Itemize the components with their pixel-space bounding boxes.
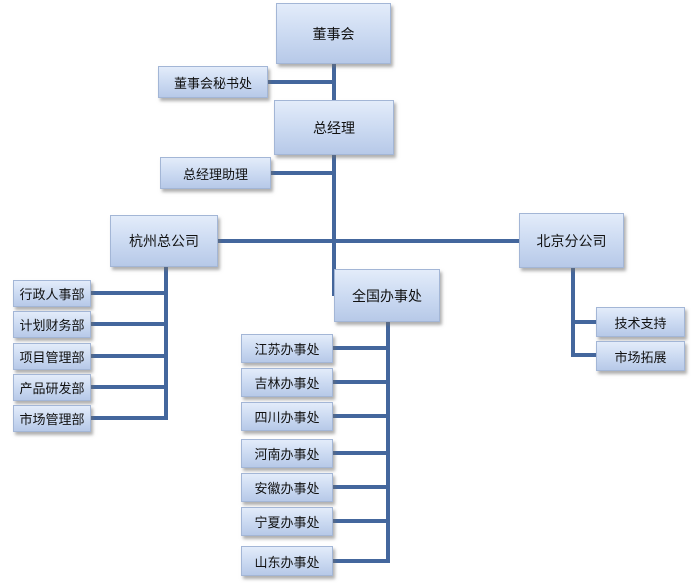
node-beijing-dept[interactable]: 市场拓展 xyxy=(596,341,685,371)
node-hangzhou-dept[interactable]: 项目管理部 xyxy=(13,343,91,370)
node-regional-office[interactable]: 河南办事处 xyxy=(241,439,333,468)
node-regional-office[interactable]: 宁夏办事处 xyxy=(241,507,333,536)
node-beijing-dept[interactable]: 技术支持 xyxy=(596,307,685,337)
node-board[interactable]: 董事会 xyxy=(276,3,391,64)
node-regional-office[interactable]: 吉林办事处 xyxy=(241,368,333,397)
node-regional-office[interactable]: 四川办事处 xyxy=(241,402,333,431)
node-hangzhou-dept[interactable]: 行政人事部 xyxy=(13,280,91,307)
node-gm-assistant[interactable]: 总经理助理 xyxy=(160,157,271,189)
node-hangzhou-hq[interactable]: 杭州总公司 xyxy=(110,215,218,267)
node-hangzhou-dept[interactable]: 计划财务部 xyxy=(13,311,91,338)
node-hangzhou-dept[interactable]: 产品研发部 xyxy=(13,374,91,401)
node-regional-office[interactable]: 江苏办事处 xyxy=(241,334,333,363)
node-national-office[interactable]: 全国办事处 xyxy=(334,269,440,322)
node-general-manager[interactable]: 总经理 xyxy=(274,100,394,155)
node-regional-office[interactable]: 安徽办事处 xyxy=(241,473,333,502)
node-board-secretary[interactable]: 董事会秘书处 xyxy=(158,66,268,98)
node-regional-office[interactable]: 山东办事处 xyxy=(241,546,333,576)
node-beijing-branch[interactable]: 北京分公司 xyxy=(519,213,624,268)
node-hangzhou-dept[interactable]: 市场管理部 xyxy=(13,405,91,432)
